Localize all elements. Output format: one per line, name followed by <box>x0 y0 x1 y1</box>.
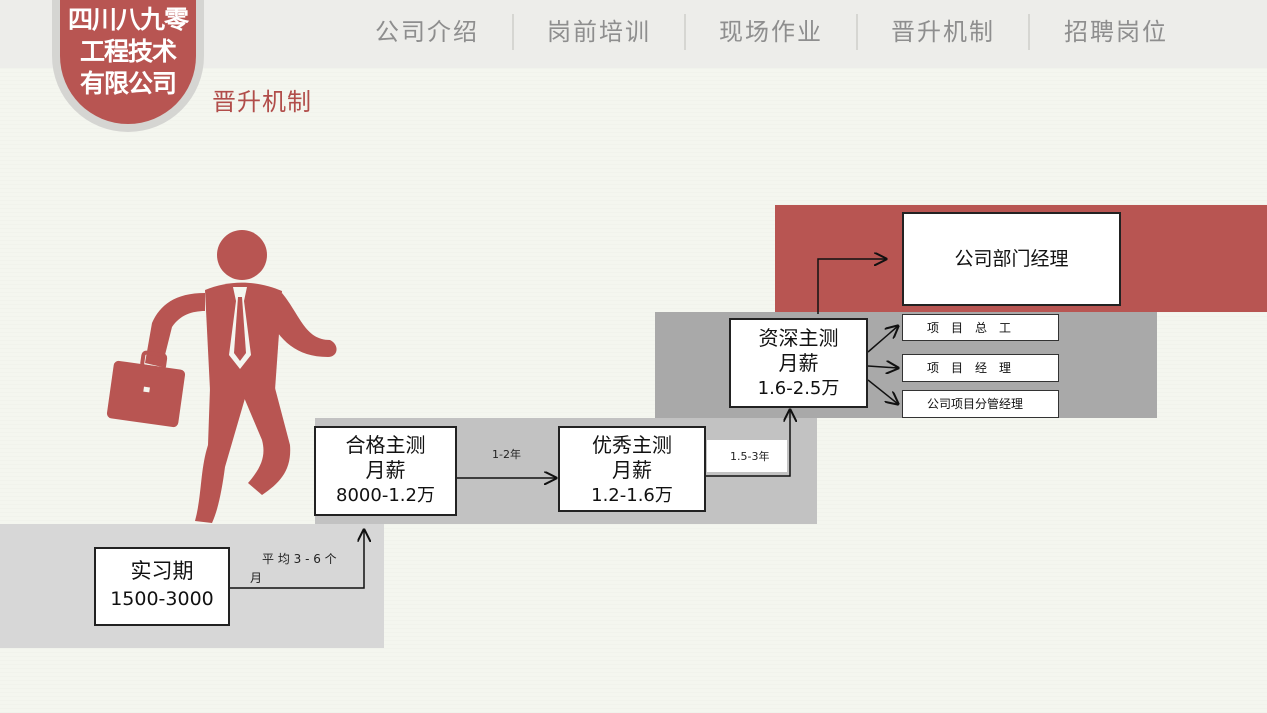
qualified-surveyor-box: 合格主测 月薪 8000-1.2万 <box>314 426 457 516</box>
main-nav: 公司介绍 岗前培训 现场作业 晋升机制 招聘岗位 <box>342 14 1202 50</box>
branch-project-manager: 项 目 经 理 <box>902 354 1059 382</box>
intern-duration-label: 平 均 3 - 6 个 <box>262 551 337 568</box>
intern-duration-label-2: 月 <box>250 571 263 585</box>
qualified-salary-label: 月薪 <box>365 458 406 482</box>
excellent-duration-tag <box>707 440 787 472</box>
excellent-title: 优秀主测 <box>592 433 672 457</box>
nav-item-training[interactable]: 岗前培训 <box>514 14 686 50</box>
excellent-surveyor-box: 优秀主测 月薪 1.2-1.6万 <box>558 426 706 512</box>
company-name-line-2: 工程技术 <box>79 37 177 66</box>
senior-title: 资深主测 <box>758 326 839 350</box>
manager-title: 公司部门经理 <box>954 248 1069 270</box>
excellent-duration-label: 1.5-3年 <box>730 450 770 463</box>
branch-chief-engineer: 项 目 总 工 <box>902 314 1059 341</box>
department-manager-box: 公司部门经理 <box>902 212 1121 306</box>
excellent-salary: 1.2-1.6万 <box>591 485 673 506</box>
company-name-line-3: 有限公司 <box>79 69 177 98</box>
intern-duration-line-1: 平 均 3 - 6 个 <box>262 552 337 566</box>
senior-salary: 1.6-2.5万 <box>757 378 840 399</box>
intern-box: 实习期 1500-3000 <box>94 547 230 626</box>
intern-salary: 1500-3000 <box>110 588 214 610</box>
businessman-climbing-icon <box>106 230 337 523</box>
page-subtitle: 晋升机制 <box>212 88 312 116</box>
branch-chief-engineer-label: 项 目 总 工 <box>927 321 1012 335</box>
senior-surveyor-box: 资深主测 月薪 1.6-2.5万 <box>729 318 868 408</box>
nav-item-about[interactable]: 公司介绍 <box>342 14 514 50</box>
qualified-salary: 8000-1.2万 <box>336 485 435 506</box>
senior-salary-label: 月薪 <box>778 351 819 375</box>
company-name-line-1: 四川八九零 <box>67 5 189 34</box>
company-logo[interactable]: 四川八九零 工程技术 有限公司 <box>52 0 204 132</box>
nav-item-recruit[interactable]: 招聘岗位 <box>1064 18 1168 46</box>
branch-division-manager: 公司项目分管经理 <box>902 390 1059 418</box>
company-logo-badge: 四川八九零 工程技术 有限公司 <box>60 0 196 124</box>
qualified-duration-label: 1-2年 <box>492 448 521 461</box>
intern-title: 实习期 <box>130 559 194 583</box>
branch-division-manager-label: 公司项目分管经理 <box>927 397 1024 411</box>
branch-project-manager-label: 项 目 经 理 <box>927 361 1012 375</box>
excellent-salary-label: 月薪 <box>612 458 652 482</box>
nav-item-fieldwork[interactable]: 现场作业 <box>686 14 858 50</box>
qualified-title: 合格主测 <box>345 433 426 457</box>
top-nav-bar <box>0 0 1267 68</box>
nav-item-promotion[interactable]: 晋升机制 <box>858 14 1030 50</box>
